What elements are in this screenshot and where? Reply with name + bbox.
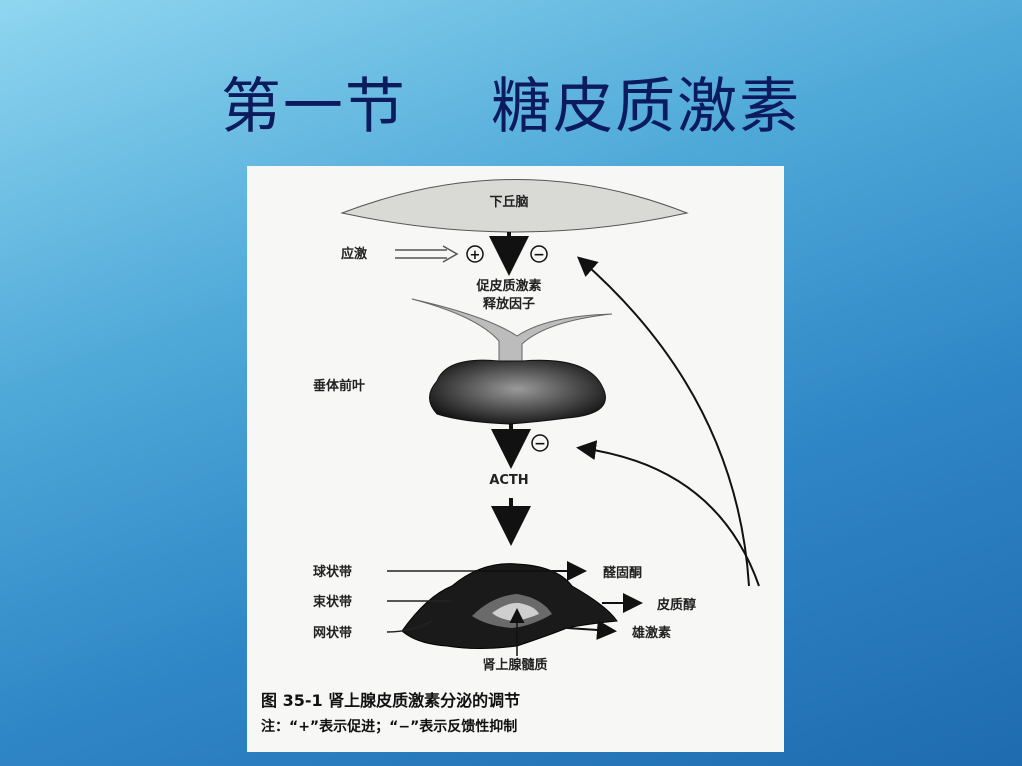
- feedback-arrow-hypothalamus: [576, 256, 750, 587]
- zona-glomerulosa-label: 球状带: [313, 564, 352, 580]
- minus-symbol-mid: −: [534, 436, 546, 452]
- diagram-svg: 下丘脑 应激 + − 促皮质激素 释放因子 垂体前叶 − ACTH 球状带 束状: [261, 179, 760, 735]
- hypothalamus-shape: [340, 179, 689, 233]
- zona-fasciculata-label: 束状带: [313, 594, 352, 610]
- aldosterone-label: 醛固酮: [603, 565, 642, 581]
- figure-caption: 图 35-1 肾上腺皮质激素分泌的调节: [261, 691, 520, 710]
- slide-title: 第一节 糖皮质激素: [220, 72, 802, 142]
- stress-arrow: [395, 245, 459, 263]
- minus-circle-mid: [531, 434, 549, 452]
- androgen-label: 雄激素: [631, 625, 671, 641]
- minus-circle-top: [530, 245, 548, 263]
- feedback-arrow-pituitary: [576, 440, 760, 587]
- crh-label-line1: 促皮质激素: [475, 278, 541, 294]
- pituitary-gland: [429, 359, 606, 425]
- figure-note: 注：“+”表示促进；“−”表示反馈性抑制: [261, 718, 517, 735]
- arrow-androgen: [566, 619, 617, 640]
- zona-reticularis-label: 网状带: [313, 625, 352, 641]
- crh-label-line2: 释放因子: [483, 296, 535, 312]
- pituitary-stalk: [411, 298, 613, 372]
- plus-symbol: +: [470, 248, 481, 263]
- stress-label: 应激: [341, 246, 368, 262]
- acth-label: ACTH: [489, 473, 528, 488]
- minus-symbol-top: −: [533, 247, 545, 263]
- hypothalamus-label: 下丘脑: [489, 194, 528, 210]
- pituitary-label: 垂体前叶: [313, 378, 365, 394]
- medulla-label: 肾上腺髓质: [482, 657, 547, 673]
- pointer-reticularis: [386, 620, 433, 633]
- plus-circle: [466, 245, 484, 263]
- adrenal-regulation-figure: 下丘脑 应激 + − 促皮质激素 释放因子 垂体前叶 − ACTH 球状带 束状: [247, 166, 784, 752]
- cortisol-label: 皮质醇: [656, 597, 696, 613]
